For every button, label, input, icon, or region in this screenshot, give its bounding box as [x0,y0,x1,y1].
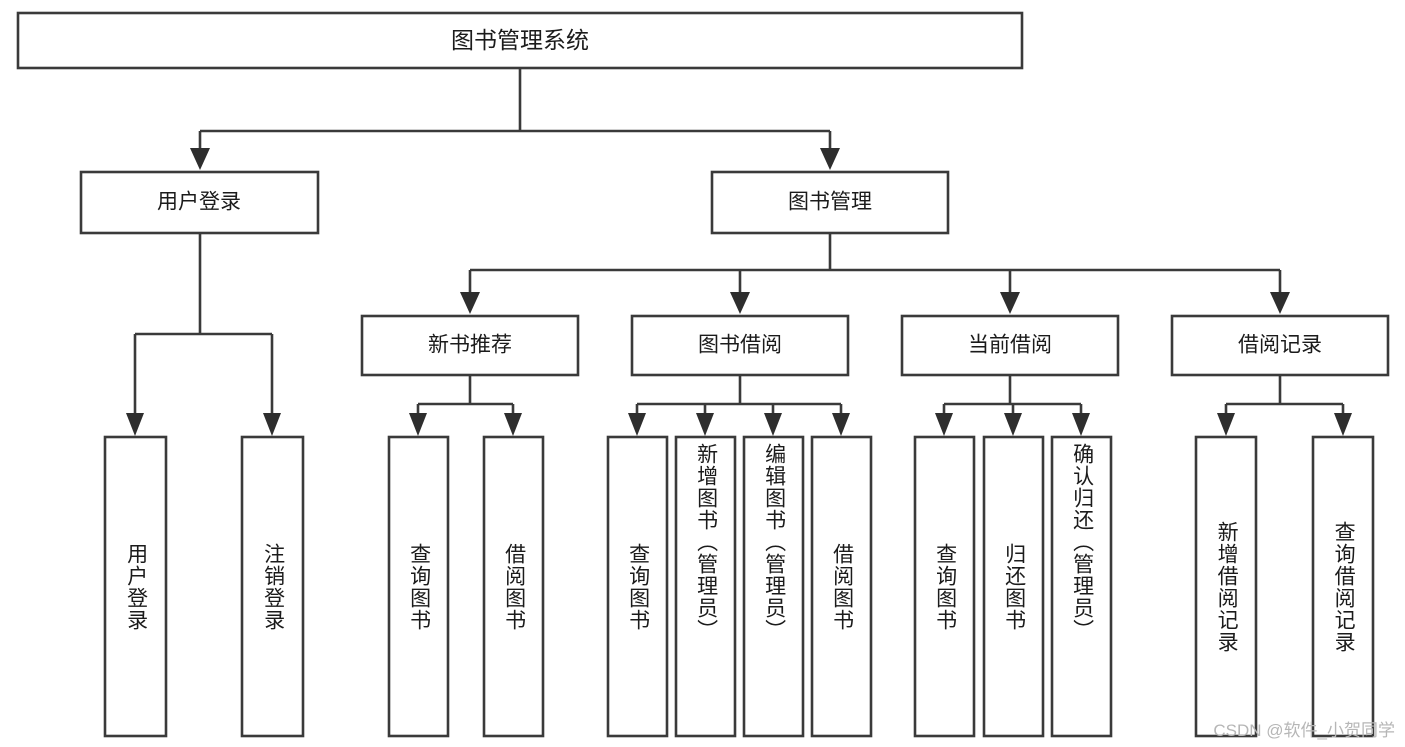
leaf-query-book-2-box[interactable] [606,435,669,738]
node-new-book-recommend[interactable]: 新书推荐 [360,314,580,377]
arrow-to-user-login [190,148,210,170]
arrow-to-leaf-borrow-book-1 [504,413,522,436]
node-book-manage[interactable]: 图书管理 [710,170,950,235]
leaf-add-record-box[interactable] [1194,435,1258,738]
leaf-query-book-1-box[interactable] [387,435,450,738]
arrow-to-leaf-query-book-2 [628,413,646,436]
arrow-to-leaf-query-book-3 [935,413,953,436]
new-book-recommend-box[interactable] [360,314,580,377]
arrow-to-leaf-user-login [126,413,144,436]
borrow-record-box[interactable] [1170,314,1390,377]
nodes-layer: 图书管理系统 用户登录 图书管理 新书推荐 图书借阅 当前 [16,11,1390,738]
watermark: CSDN @软件_小贺同学 [1213,721,1395,740]
leaf-add-book-box[interactable] [674,435,737,738]
leaf-return-book-box[interactable] [982,435,1045,738]
node-user-login[interactable]: 用户登录 [79,170,320,235]
leaf-logout-login-box[interactable] [240,435,305,738]
new-book-recommend-label: 新书推荐 [428,334,512,357]
arrow-to-leaf-edit-book [764,413,782,436]
node-book-borrow[interactable]: 图书借阅 [630,314,850,377]
borrow-record-label: 借阅记录 [1238,334,1322,357]
root-label: 图书管理系统 [451,27,589,53]
current-borrow-label: 当前借阅 [968,334,1052,357]
book-manage-box[interactable] [710,170,950,235]
node-borrow-record[interactable]: 借阅记录 [1170,314,1390,377]
book-borrow-box[interactable] [630,314,850,377]
leaf-confirm-return-box[interactable] [1050,435,1113,738]
leaf-borrow-book-1-box[interactable] [482,435,545,738]
arrow-to-leaf-confirm-return [1072,413,1090,436]
arrow-to-leaf-query-record [1334,413,1352,436]
current-borrow-box[interactable] [900,314,1120,377]
arrow-to-leaf-logout-login [263,413,281,436]
leaf-query-record-box[interactable] [1311,435,1375,738]
connectors-layer [126,68,1352,436]
arrow-to-current-borrow [1000,292,1020,314]
arrow-to-leaf-query-book-1 [409,413,427,436]
arrow-to-leaf-add-book [696,413,714,436]
node-root[interactable]: 图书管理系统 [16,11,1024,70]
node-current-borrow[interactable]: 当前借阅 [900,314,1120,377]
leaf-query-book-3-box[interactable] [913,435,976,738]
arrow-to-leaf-return-book [1004,413,1022,436]
book-borrow-label: 图书借阅 [698,334,782,357]
arrow-to-book-borrow [730,292,750,314]
arrow-to-book-manage [820,148,840,170]
leaf-edit-book-box[interactable] [742,435,805,738]
leaf-user-login-box[interactable] [103,435,168,738]
arrow-to-leaf-borrow-book-2 [832,413,850,436]
arrow-to-new-book-recommend [460,292,480,314]
leaf-borrow-book-2-box[interactable] [810,435,873,738]
arrow-to-leaf-add-record [1217,413,1235,436]
book-manage-label: 图书管理 [788,191,872,214]
root-box[interactable] [16,11,1024,70]
arrow-to-borrow-record [1270,292,1290,314]
user-login-label: 用户登录 [157,191,241,214]
user-login-box[interactable] [79,170,320,235]
